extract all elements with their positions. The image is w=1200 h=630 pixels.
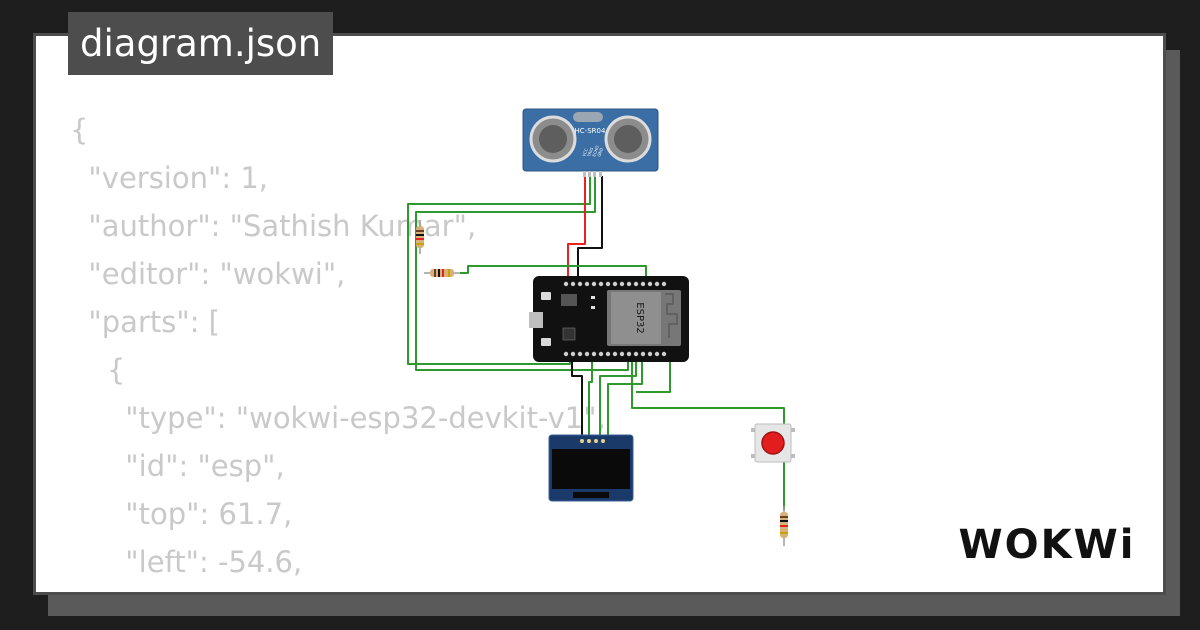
ultrasonic-sensor: HC-SR04 VCC TRIG ECHO GND <box>522 108 659 177</box>
code-line: "id": "esp", <box>70 449 285 483</box>
resistor-button <box>780 506 788 546</box>
wire-echo <box>415 176 629 371</box>
code-line: "version": 1, <box>70 161 268 195</box>
wire-vcc <box>567 176 586 284</box>
wire-button-esp <box>636 352 671 393</box>
wokwi-logo-text: WOKWi <box>959 522 1136 568</box>
pin-label: GND <box>596 147 604 157</box>
wire-oled-sda <box>607 352 643 440</box>
diagram-json-code: { "version": 1, "author": "Sathish Kumar… <box>70 106 606 592</box>
code-line: "author": "Sathish Kumar", <box>70 209 477 243</box>
esp32-board: ESP32 <box>529 276 689 362</box>
code-line: { <box>70 353 126 387</box>
code-line: "left": -54.6, <box>70 545 303 579</box>
pin-label: ECHO <box>591 145 600 158</box>
resistor-vertical <box>416 220 424 254</box>
oled-display <box>548 434 634 502</box>
wokwi-logo: WOKWi <box>959 522 1136 568</box>
esp32-label: ESP32 <box>634 302 645 333</box>
wire-oled-gnd <box>571 352 583 440</box>
wire-oled-vcc <box>588 352 593 440</box>
code-line: "type": "wokwi-esp32-devkit-v1", <box>70 401 606 435</box>
push-button <box>751 423 795 463</box>
window-title: diagram.json <box>68 12 334 75</box>
pin-label: TRIG <box>586 147 594 159</box>
wire-oled-scl <box>599 352 637 440</box>
circuit-diagram: HC-SR04 VCC TRIG ECHO GND <box>407 108 795 546</box>
ultrasonic-label: HC-SR04 <box>575 127 606 135</box>
wire-resistor-h <box>460 265 647 284</box>
preview-card: { "version": 1, "author": "Sathish Kumar… <box>33 33 1166 595</box>
wire-button <box>631 352 785 426</box>
resistor-horizontal <box>424 269 460 277</box>
code-line: { <box>70 113 89 147</box>
code-line: "editor": "wokwi", <box>70 257 346 291</box>
pin-label: VCC <box>581 148 589 158</box>
code-line: "top": 61.7, <box>70 497 293 531</box>
code-line: "parts": [ <box>70 305 220 339</box>
